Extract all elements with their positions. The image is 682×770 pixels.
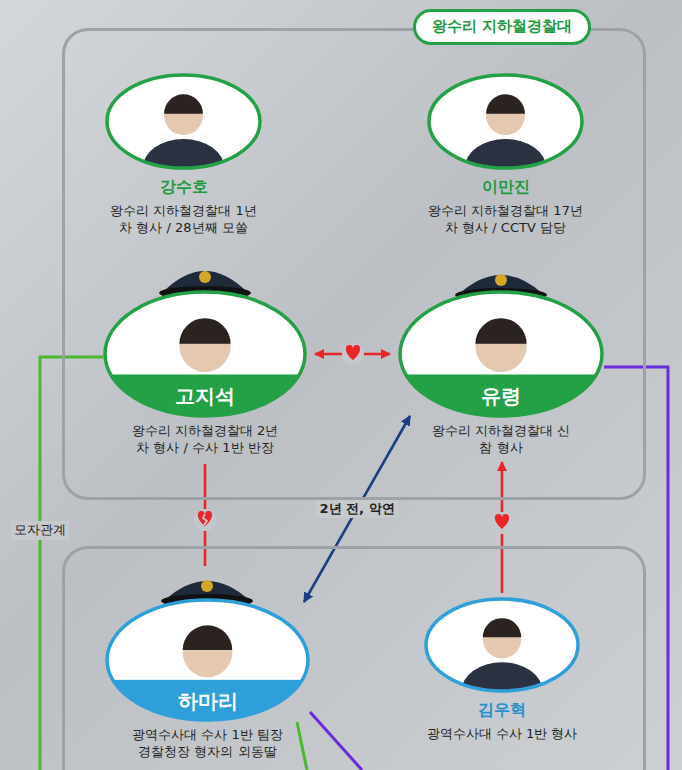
photo-ground: [105, 292, 305, 416]
character-name: 하마리: [178, 689, 238, 713]
relation-connector: [204, 464, 207, 566]
photo-frame: 고지석: [103, 290, 307, 418]
photo-frame: [105, 73, 262, 170]
portrait-figure: [143, 94, 225, 170]
photo-frame: 하마리: [105, 598, 310, 722]
character-name: 이만진: [427, 177, 584, 198]
character-name: 고지석: [175, 384, 235, 408]
group-region: 하마리광역수사대 수사 1반 팀장 경찰청장 형자의 외동딸김우혁광역수사대 수…: [62, 546, 646, 770]
character-description: 광역수사대 수사 1반 팀장 경찰청장 형자의 외동딸: [132, 726, 284, 760]
figure-hair: [483, 618, 521, 637]
hat-badge: [495, 274, 507, 286]
photo-outline: [107, 600, 308, 720]
hat-badge: [199, 271, 211, 283]
photo-outline: [400, 292, 602, 416]
photo-frame: [424, 597, 580, 693]
character-card: 유령왕수리 지하철경찰대 신참 형사: [398, 290, 604, 456]
character-card: 김우혁광역수사대 수사 1반 형사: [424, 597, 580, 742]
relation-line: [310, 712, 362, 770]
symbol-patch: [342, 343, 364, 365]
photo-ground: [107, 600, 308, 720]
character-description: 왕수리 지하철경찰대 신참 형사: [426, 422, 576, 456]
character-card: 하마리광역수사대 수사 1반 팀장 경찰청장 형자의 외동딸: [105, 598, 310, 760]
figure-hair: [179, 318, 230, 344]
group-region: 왕수리 지하철경찰대강수호왕수리 지하철경찰대 1년차 형사 / 28년째 모쏠…: [62, 28, 646, 500]
portrait-ellipse: [424, 597, 580, 693]
heart-symbol: [491, 512, 513, 534]
portrait-figure: [465, 94, 547, 170]
name-band: 하마리: [105, 680, 310, 722]
character-name: 김우혁: [424, 700, 580, 721]
edge-label: 2년 전, 악연: [316, 500, 397, 519]
hat-badge: [201, 580, 213, 592]
character-card: 이만진왕수리 지하철경찰대 17년차 형사 / CCTV 담당: [427, 73, 584, 236]
character-description: 왕수리 지하철경찰대 2년차 형사 / 수사 1반 반장: [126, 422, 284, 456]
heart-shape: [198, 511, 212, 526]
figure-hair: [164, 94, 203, 113]
group-title: 왕수리 지하철경찰대: [413, 9, 591, 45]
symbol-patch: [194, 509, 216, 531]
heart-shape: [495, 514, 509, 529]
relation-label: 모자관계: [11, 521, 69, 540]
heart-shape: [346, 345, 360, 360]
figure-hair: [183, 625, 233, 650]
photo-outline: [429, 75, 582, 168]
photo-outline: [105, 292, 305, 416]
character-description: 왕수리 지하철경찰대 17년차 형사 / CCTV 담당: [428, 202, 583, 236]
relation-connector: [501, 462, 504, 593]
portrait-figure: [103, 318, 307, 418]
character-name: 강수호: [105, 177, 262, 198]
name-band: 유령: [398, 374, 604, 418]
photo-ground: [400, 292, 602, 416]
character-card: 고지석왕수리 지하철경찰대 2년차 형사 / 수사 1반 반장: [103, 290, 307, 456]
portrait-figure: [461, 618, 542, 693]
relation-connector: [304, 416, 410, 602]
figure-hair: [475, 318, 526, 344]
portrait-figure: [105, 625, 310, 722]
name-band: 고지석: [103, 374, 307, 418]
symbol-patch: [491, 512, 513, 534]
portrait-figure: [398, 318, 604, 418]
character-description: 광역수사대 수사 1반 형사: [426, 725, 578, 742]
broken-heart-symbol: [194, 509, 216, 531]
relation-line: [40, 357, 103, 770]
photo-outline: [107, 75, 260, 168]
character-card: 강수호왕수리 지하철경찰대 1년차 형사 / 28년째 모쏠: [105, 73, 262, 236]
portrait-ellipse: [427, 73, 584, 170]
heart-crack: [203, 514, 207, 525]
character-description: 왕수리 지하철경찰대 1년차 형사 / 28년째 모쏠: [109, 202, 259, 236]
portrait-ellipse: [105, 73, 262, 170]
photo-outline: [426, 599, 578, 691]
photo-frame: [427, 73, 584, 170]
photo-frame: 유령: [398, 290, 604, 418]
relation-connector: [315, 353, 390, 356]
figure-hair: [486, 94, 525, 113]
heart-symbol: [342, 343, 364, 365]
character-name: 유령: [481, 384, 521, 408]
relation-line: [604, 367, 668, 770]
relation-line: [297, 722, 307, 770]
